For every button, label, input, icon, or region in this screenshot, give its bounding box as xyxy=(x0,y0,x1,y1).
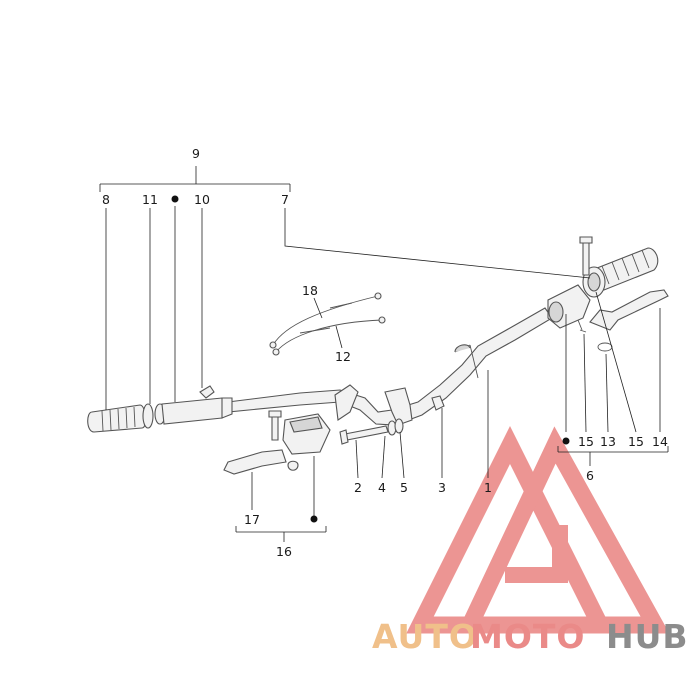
label-10: 10 xyxy=(194,192,210,207)
label-11: 11 xyxy=(142,192,158,207)
left-grip xyxy=(87,385,233,433)
bullet-dot-top xyxy=(171,195,179,203)
label-12: 12 xyxy=(335,349,351,364)
right-brake-lever xyxy=(589,289,669,331)
label-3: 3 xyxy=(438,480,446,495)
bolt-assembly xyxy=(339,418,404,445)
label-1: 1 xyxy=(484,480,492,495)
label-6: 6 xyxy=(586,468,594,483)
label-5: 5 xyxy=(400,480,408,495)
label-4: 4 xyxy=(378,480,386,495)
label-13: 13 xyxy=(600,434,616,449)
right-grip xyxy=(547,236,659,352)
bullet-markers xyxy=(171,195,570,523)
bullet-dot-bottom xyxy=(310,515,318,523)
watermark-text: AUTO MOTO HUB xyxy=(372,617,689,656)
bullet-dot-right xyxy=(562,437,570,445)
left-master-cylinder xyxy=(223,410,331,475)
leader-lines xyxy=(99,166,669,542)
label-8: 8 xyxy=(102,192,110,207)
label-7: 7 xyxy=(281,192,289,207)
watermark-logo xyxy=(406,425,670,634)
watermark-auto: AUTO xyxy=(372,617,478,656)
watermark-hub: HUB xyxy=(606,617,689,656)
label-2: 2 xyxy=(354,480,362,495)
label-9: 9 xyxy=(192,146,200,161)
handlebar-tube xyxy=(227,307,553,426)
label-16: 16 xyxy=(276,544,292,559)
control-cables xyxy=(269,292,386,356)
label-14: 14 xyxy=(652,434,668,449)
label-15-left: 15 xyxy=(578,434,594,449)
label-17: 17 xyxy=(244,512,260,527)
label-18: 18 xyxy=(302,283,318,298)
label-15-right: 15 xyxy=(628,434,644,449)
watermark-moto: MOTO xyxy=(470,617,585,656)
part-labels: 9 8 11 10 7 18 12 2 4 5 3 1 15 13 15 14 … xyxy=(102,146,668,559)
